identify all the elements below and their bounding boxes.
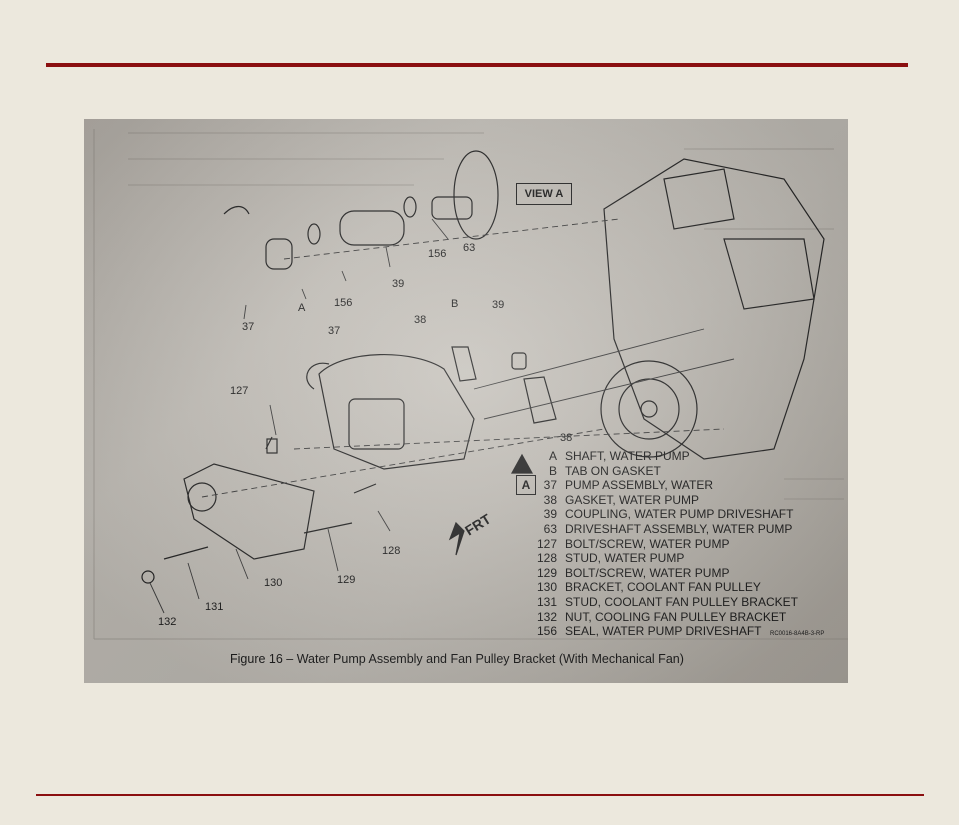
pump-assembly-37 bbox=[318, 354, 475, 470]
stud-128 bbox=[353, 483, 377, 494]
parts-legend: A SHAFT, WATER PUMP B TAB ON GASKET 37 PUMP A… bbox=[524, 449, 844, 639]
legend-key: 128 bbox=[536, 551, 557, 566]
legend-key: 63 bbox=[543, 521, 557, 536]
nut-132 bbox=[141, 570, 155, 584]
callout-39: 39 bbox=[492, 299, 505, 311]
callout-128: 128 bbox=[382, 545, 401, 557]
legend-key: 156 bbox=[536, 624, 557, 639]
callout-37: 37 bbox=[242, 321, 255, 333]
figure-caption: Figure 16 – Water Pump Assembly and Fan … bbox=[230, 652, 684, 666]
legend-row: A SHAFT, WATER PUMP bbox=[524, 449, 844, 464]
legend-key: 39 bbox=[543, 507, 557, 522]
engine-cover bbox=[723, 238, 815, 310]
callout-127: 127 bbox=[230, 385, 249, 397]
legend-key: 129 bbox=[536, 565, 557, 580]
legend-row: 39 COUPLING, WATER PUMP DRIVESHAFT bbox=[524, 507, 844, 522]
callout-37: 37 bbox=[328, 325, 341, 337]
view-a-marker: A bbox=[516, 475, 536, 495]
stud-131 bbox=[163, 546, 209, 560]
legend-row: 132 NUT, COOLING FAN PULLEY BRACKET bbox=[524, 610, 844, 625]
callout-156: 156 bbox=[334, 297, 353, 309]
legend-row: 130 BRACKET, COOLANT FAN PULLEY bbox=[524, 580, 844, 595]
legend-key: 38 bbox=[543, 492, 557, 507]
legend-label: NUT, COOLING FAN PULLEY BRACKET bbox=[565, 609, 787, 624]
legend-row: 129 BOLT/SCREW, WATER PUMP bbox=[524, 566, 844, 581]
legend-label: DRIVESHAFT ASSEMBLY, WATER PUMP bbox=[565, 521, 793, 536]
coupling-39-small bbox=[511, 352, 527, 370]
callout-38: 38 bbox=[560, 432, 573, 444]
page-bleed-through bbox=[93, 129, 848, 640]
callout-b: B bbox=[451, 298, 459, 310]
gasket-38-upper bbox=[451, 346, 477, 382]
bracket-130 bbox=[183, 463, 315, 560]
view-a-label: VIEW A bbox=[516, 183, 572, 205]
legend-key: B bbox=[548, 463, 557, 478]
legend-label: PUMP ASSEMBLY, WATER bbox=[565, 478, 714, 493]
callout-132: 132 bbox=[158, 616, 177, 628]
legend-row: 128 STUD, WATER PUMP bbox=[524, 551, 844, 566]
legend-row: 156 SEAL, WATER PUMP DRIVESHAFT bbox=[524, 624, 844, 639]
engine-block bbox=[603, 158, 825, 460]
seal-156-right bbox=[403, 196, 417, 218]
shaft-a bbox=[265, 238, 293, 270]
legend-row: B TAB ON GASKET bbox=[524, 464, 844, 479]
legend-key: 130 bbox=[536, 580, 557, 595]
legend-label: SEAL, WATER PUMP DRIVESHAFT bbox=[565, 624, 762, 639]
top-accent-rule bbox=[46, 63, 908, 67]
callout-63: 63 bbox=[463, 242, 476, 254]
crank-pulley bbox=[600, 360, 698, 458]
legend-label: STUD, WATER PUMP bbox=[565, 551, 685, 566]
reference-code: RC0016-8A4B-3-RP bbox=[770, 631, 825, 637]
callout-39: 39 bbox=[392, 278, 405, 290]
callout-130: 130 bbox=[264, 577, 283, 589]
legend-key: 37 bbox=[543, 478, 557, 493]
engine-port bbox=[663, 168, 735, 230]
legend-row: 131 STUD, COOLANT FAN PULLEY BRACKET bbox=[524, 595, 844, 610]
callout-129: 129 bbox=[337, 574, 356, 586]
legend-label: GASKET, WATER PUMP bbox=[565, 492, 700, 507]
legend-row: 38 GASKET, WATER PUMP bbox=[524, 493, 844, 508]
legend-label: COUPLING, WATER PUMP DRIVESHAFT bbox=[565, 507, 794, 522]
legend-label: STUD, COOLANT FAN PULLEY BRACKET bbox=[565, 594, 798, 609]
legend-key: 131 bbox=[536, 594, 557, 609]
legend-label: BRACKET, COOLANT FAN PULLEY bbox=[565, 580, 761, 595]
legend-label: SHAFT, WATER PUMP bbox=[565, 449, 690, 463]
water-pump-exploded-diagram bbox=[141, 150, 825, 614]
legend-key: 127 bbox=[536, 536, 557, 551]
shaft-a-top bbox=[223, 205, 250, 215]
manual-page-photo: VIEW A A 156 39 156 63 37 B 39 37 38 38 … bbox=[84, 119, 848, 683]
legend-label: TAB ON GASKET bbox=[565, 463, 661, 478]
callout-38: 38 bbox=[414, 314, 427, 326]
driveshaft-63 bbox=[431, 196, 473, 220]
legend-row: 63 DRIVESHAFT ASSEMBLY, WATER PUMP bbox=[524, 522, 844, 537]
callout-a: A bbox=[298, 302, 306, 314]
legend-row: 127 BOLT/SCREW, WATER PUMP bbox=[524, 537, 844, 552]
driveshaft-63-flange bbox=[453, 150, 499, 240]
seal-156-left bbox=[307, 223, 321, 245]
bottom-accent-rule bbox=[36, 794, 924, 796]
gasket-38-lower bbox=[523, 376, 557, 424]
coupling-39 bbox=[339, 210, 405, 246]
callout-156: 156 bbox=[428, 248, 447, 260]
legend-key: A bbox=[548, 449, 557, 463]
bolt-129 bbox=[303, 522, 353, 534]
legend-key: 132 bbox=[536, 609, 557, 624]
callout-131: 131 bbox=[205, 601, 224, 613]
legend-label: BOLT/SCREW, WATER PUMP bbox=[565, 536, 730, 551]
legend-label: BOLT/SCREW, WATER PUMP bbox=[565, 565, 730, 580]
legend-row: 37 PUMP ASSEMBLY, WATER bbox=[524, 478, 844, 493]
